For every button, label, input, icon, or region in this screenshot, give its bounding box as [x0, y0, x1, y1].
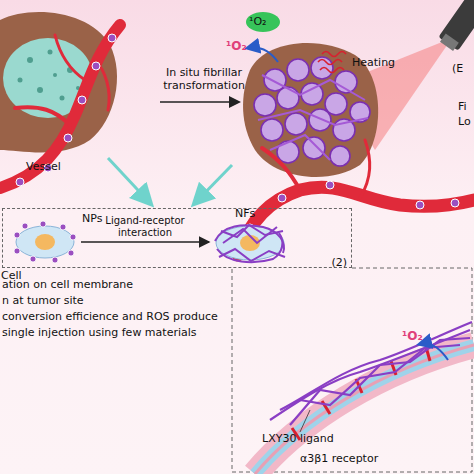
ros-label: ¹O₂: [402, 330, 423, 343]
ros-arrow: [420, 343, 448, 360]
connector-arrow: [81, 241, 209, 243]
node-text: (2): [331, 256, 347, 269]
nanofiber-mesh: [270, 322, 472, 425]
note-text: n at tumor site: [2, 294, 84, 307]
nanoparticles-in-vessel: [16, 34, 116, 186]
cell-shape: [213, 223, 287, 263]
flow-arrow: [195, 165, 232, 203]
cropped-label: Fi: [458, 100, 467, 113]
heat-waves: [318, 52, 346, 73]
ros-label: ¹O₂: [226, 40, 247, 53]
part-label: α3β1 receptor: [300, 452, 378, 465]
node-text: NFs: [235, 207, 255, 220]
part-label: LXY30 ligand: [262, 432, 334, 445]
note-text: conversion efficience and ROS produce: [2, 310, 218, 323]
ros-arrow: [248, 47, 278, 62]
flow-arrow: [108, 158, 150, 203]
cell-with-nanoparticles: Cell: [13, 223, 77, 261]
device-label: (E: [452, 62, 463, 75]
leader-line: [300, 410, 310, 432]
nanoparticles-in-vessel: [246, 181, 459, 232]
part-label: NPs: [82, 212, 102, 225]
cell-with-nanofibers: NFs: [213, 223, 287, 263]
cropped-label: Lo: [458, 115, 471, 128]
part-label: Vessel: [26, 160, 61, 173]
laser-device: [437, 0, 474, 53]
ros-oval: ¹O₂: [246, 12, 280, 32]
effect-label: Heating: [352, 56, 395, 69]
edge-label: Ligand-receptor interaction: [97, 215, 193, 239]
cell-shape: [13, 223, 77, 261]
tumor-left: [0, 12, 117, 152]
blood-vessel-left: [0, 25, 120, 188]
note-text: single injection using few materials: [2, 326, 197, 339]
process-label: In situ fibrillar transformation: [148, 66, 260, 92]
node-text: Cell: [1, 269, 22, 282]
transformation-arrow: [160, 101, 238, 103]
note-text: ation on cell membrane: [2, 278, 133, 291]
node-text: ¹O₂: [249, 15, 266, 28]
